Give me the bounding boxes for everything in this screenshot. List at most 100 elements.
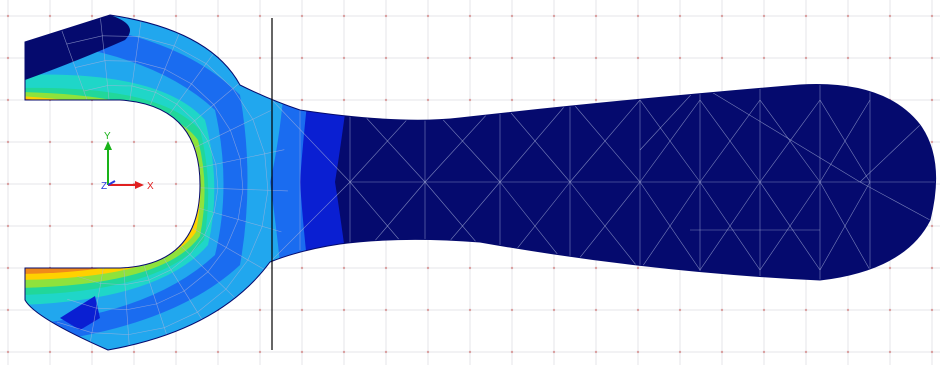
grid-node: [594, 14, 598, 18]
grid-node: [930, 266, 934, 270]
mesh-edge: [128, 327, 165, 335]
grid-node: [174, 224, 178, 228]
grid-node: [552, 56, 556, 60]
grid-node: [846, 56, 850, 60]
grid-node: [384, 350, 388, 354]
mesh-edge: [135, 60, 165, 70]
grid-node: [888, 308, 892, 312]
mesh-edge: [225, 259, 249, 290]
grid-node: [888, 14, 892, 18]
mesh-edge: [148, 27, 182, 110]
grid-node: [300, 350, 304, 354]
z-axis-label: Z: [101, 181, 107, 192]
grid-node: [384, 98, 388, 102]
mesh-edge: [184, 271, 209, 292]
mesh-edge: [67, 298, 97, 309]
grid-node: [552, 266, 556, 270]
mesh-edge: [639, 181, 701, 271]
z-axis-arrow: [107, 180, 116, 186]
grid-node: [552, 14, 556, 18]
grid-node: [510, 98, 514, 102]
mesh-edge: [225, 219, 239, 248]
grid-node: [804, 350, 808, 354]
mesh-edge: [204, 212, 215, 236]
mesh-edge: [123, 266, 131, 350]
grid-node: [426, 98, 430, 102]
y-axis-label: Y: [104, 131, 111, 142]
grid-node: [888, 266, 892, 270]
grid-node: [342, 266, 346, 270]
grid-node: [762, 350, 766, 354]
grid-node: [384, 266, 388, 270]
grid-node: [510, 350, 514, 354]
grid-node: [594, 266, 598, 270]
mesh-edge: [191, 110, 271, 150]
grid-node: [48, 14, 52, 18]
grid-node: [468, 308, 472, 312]
grid-node: [342, 98, 346, 102]
mesh-edge: [261, 190, 269, 227]
grid-node: [216, 350, 220, 354]
mesh-edge: [639, 84, 701, 151]
mesh-edge: [161, 254, 209, 330]
grid-node: [258, 56, 262, 60]
grid-node: [468, 14, 472, 18]
mesh-edge: [66, 35, 103, 45]
mesh-edge: [129, 16, 142, 104]
mesh-edge: [569, 99, 641, 183]
mesh-edge: [213, 104, 231, 131]
mesh-edge: [174, 45, 207, 64]
grid-node: [720, 14, 724, 18]
grid-node: [6, 140, 10, 144]
mesh-edge: [124, 279, 149, 286]
x-arrow-head-icon: [135, 181, 144, 189]
grid-node: [132, 140, 136, 144]
mesh-edge: [197, 288, 227, 313]
grid-node: [510, 14, 514, 18]
grid-node: [90, 350, 94, 354]
mesh-edge: [176, 241, 241, 304]
mesh-edge: [569, 181, 641, 271]
grid-node: [636, 308, 640, 312]
mesh-edge: [264, 153, 269, 191]
grid-node: [720, 56, 724, 60]
mesh-edge: [199, 187, 288, 192]
mesh-edge: [91, 332, 129, 335]
mesh-edge: [188, 225, 266, 271]
mesh-edge: [271, 181, 351, 261]
mesh-edge: [75, 60, 106, 68]
mesh-edge: [59, 25, 91, 109]
grid-node: [300, 308, 304, 312]
grid-node: [426, 308, 430, 312]
mesh-edge: [699, 99, 761, 183]
grid-node: [804, 14, 808, 18]
grid-node: [930, 140, 934, 144]
mesh-edge: [215, 164, 219, 189]
grid-node: [468, 350, 472, 354]
grid-node: [384, 56, 388, 60]
grid-node: [468, 266, 472, 270]
mesh-edge: [819, 181, 871, 271]
grid-node: [6, 224, 10, 228]
grid-node: [258, 14, 262, 18]
grid-node: [174, 14, 178, 18]
grid-node: [342, 308, 346, 312]
grid-node: [468, 98, 472, 102]
grid-node: [594, 350, 598, 354]
grid-node: [720, 350, 724, 354]
grid-node: [804, 56, 808, 60]
grid-node: [174, 182, 178, 186]
grid-node: [426, 350, 430, 354]
grid-node: [48, 350, 52, 354]
grid-node: [426, 14, 430, 18]
mesh-edge: [83, 85, 108, 92]
grid-node: [510, 266, 514, 270]
grid-node: [846, 14, 850, 18]
mesh-edge: [143, 262, 171, 347]
grid-node: [594, 56, 598, 60]
mesh-edge: [104, 60, 136, 62]
grid-node: [468, 56, 472, 60]
mesh-edge: [271, 99, 351, 183]
